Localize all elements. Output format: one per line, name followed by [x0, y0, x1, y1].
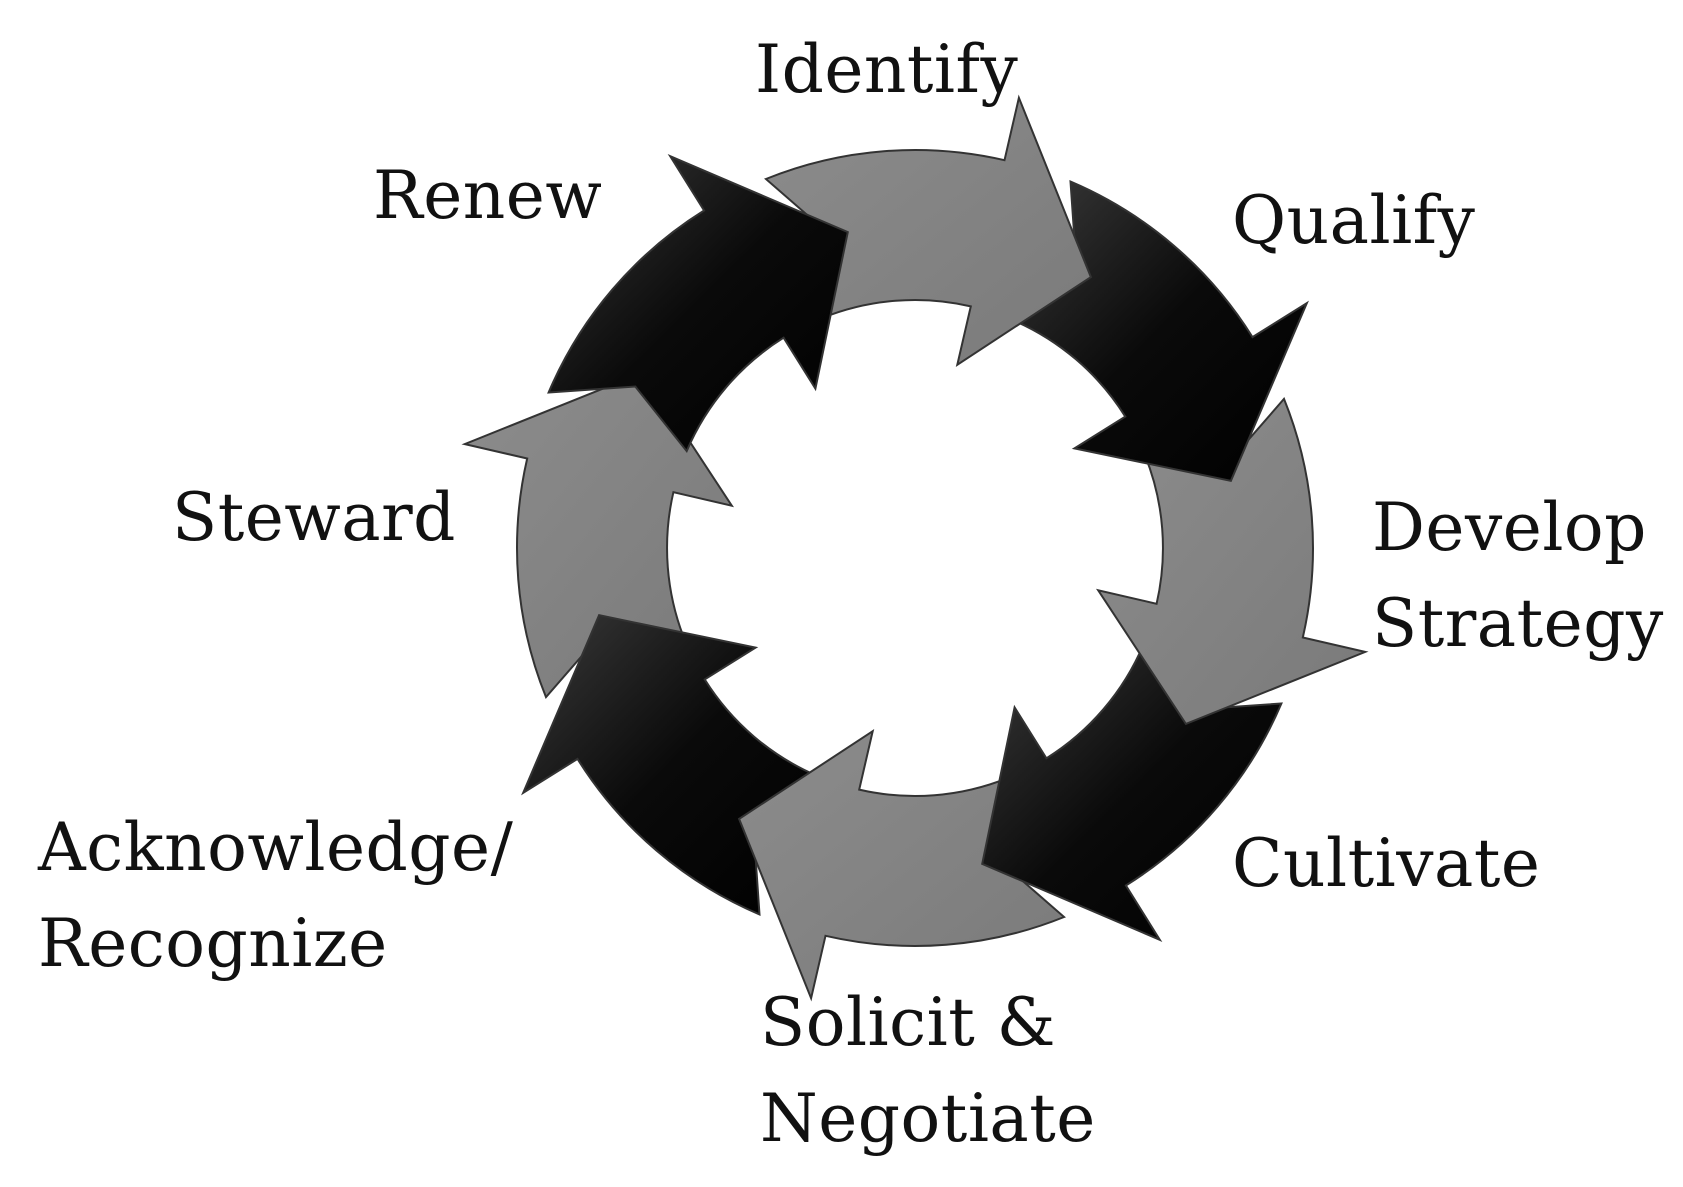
- arrow-ring: [461, 94, 1369, 1002]
- stage-label-line: Solicit &: [760, 984, 1056, 1061]
- stage-label-line: Recognize: [38, 905, 388, 982]
- cycle-arrow-acknowledge: [521, 614, 821, 916]
- stage-label-line: Acknowledge/: [38, 809, 514, 886]
- stage-label-line: Develop: [1372, 489, 1647, 566]
- stage-label-line: Negotiate: [760, 1080, 1096, 1157]
- cycle-arrow-solicit: [737, 728, 1066, 1002]
- cycle-arrow-qualify: [1009, 180, 1309, 482]
- stage-label-line: Qualify: [1232, 182, 1476, 259]
- stage-label-line: Renew: [373, 157, 603, 234]
- stage-label-line: Cultivate: [1232, 825, 1541, 902]
- stage-label-qualify: Qualify: [1232, 173, 1475, 269]
- stage-label-acknowledge-recognize: Acknowledge/ Recognize: [38, 800, 513, 992]
- stage-label-steward: Steward: [172, 470, 456, 566]
- stage-label-cultivate: Cultivate: [1232, 816, 1540, 912]
- stage-label-line: Strategy: [1372, 585, 1664, 662]
- stage-label-solicit-negotiate: Solicit & Negotiate: [760, 975, 1096, 1167]
- stage-label-line: Steward: [172, 479, 456, 556]
- stage-label-identify: Identify: [755, 22, 1018, 118]
- cycle-arrow-develop: [1095, 397, 1369, 726]
- stage-label-renew: Renew: [373, 148, 602, 244]
- cycle-arrow-steward: [461, 370, 735, 699]
- cycle-arrow-renew: [547, 154, 849, 454]
- cycle-arrow-identify: [764, 94, 1093, 368]
- stage-label-line: Identify: [755, 31, 1019, 108]
- cycle-arrow-cultivate: [981, 642, 1283, 942]
- stage-label-develop-strategy: Develop Strategy: [1372, 480, 1664, 672]
